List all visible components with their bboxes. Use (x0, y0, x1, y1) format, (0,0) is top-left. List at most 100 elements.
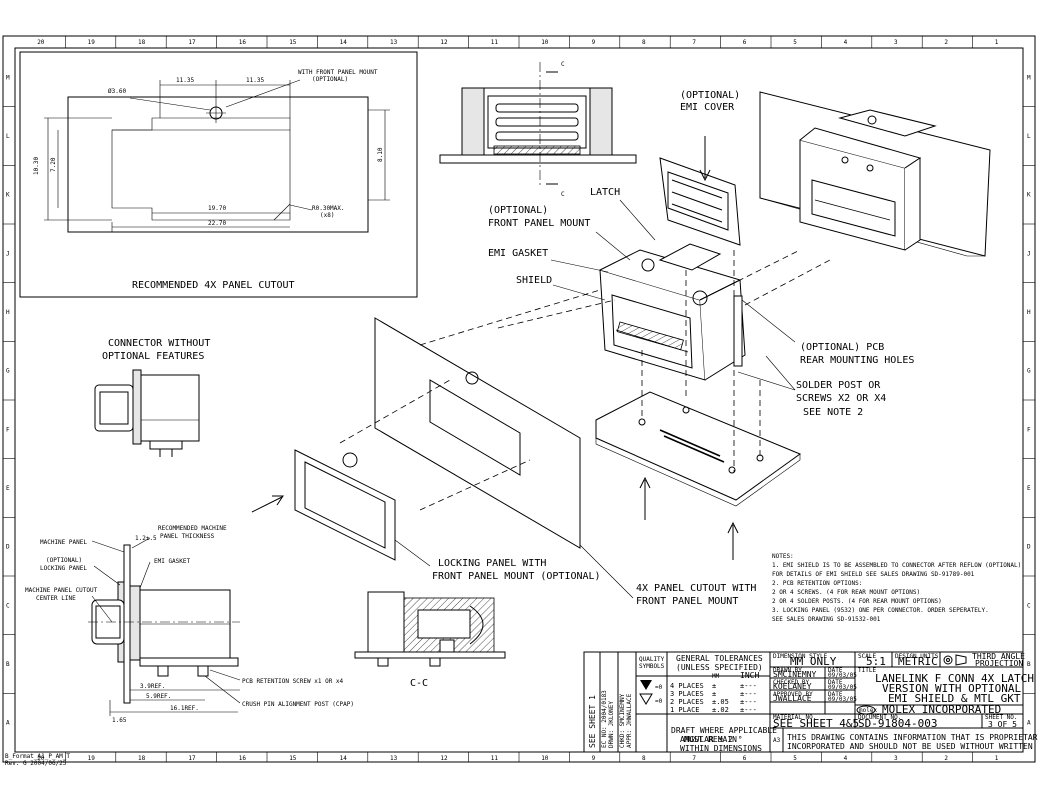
border-column-label: 11 (491, 39, 499, 46)
side-emi-gasket-label: EMI GASKET (154, 558, 191, 565)
checked-date-value: 09/03/05 (828, 684, 857, 691)
border-column-label: 8 (642, 39, 646, 46)
note-line-4: 2 OR 4 SCREWS. (4 FOR REAR MOUNT OPTIONS… (772, 589, 920, 596)
approved-by-value: JWALLACE (773, 694, 812, 703)
border-column-labels: 2020191918181717161615151414131312121111… (37, 39, 999, 762)
w-outer-label: 22.70 (208, 220, 226, 227)
tolerance-cell: ±--- (740, 690, 757, 698)
thickness-label-2: PANEL THICKNESS (160, 533, 215, 540)
size-label: A3 (773, 737, 781, 744)
tolerance-cell: 3 PLACES (670, 690, 704, 698)
tolerance-cell: ±.02 (712, 706, 729, 714)
solder-post-label-2: SCREWS X2 OR X4 (796, 393, 886, 404)
border-row-label: B (1027, 661, 1031, 668)
border-column-label: 2 (944, 755, 948, 762)
angular-label: ANGULAR ± 2 ° (680, 735, 743, 744)
h-inner-label: 7.20 (50, 157, 57, 172)
border-column-label: 13 (390, 755, 398, 762)
border-row-label: E (1027, 485, 1031, 492)
border-row-label: F (6, 426, 10, 433)
border-row-label: D (1027, 544, 1031, 551)
draft-label-3: WITHIN DIMENSIONS (680, 744, 762, 753)
hole-dia-label: Ø3.60 (108, 88, 126, 95)
tolerance-table: 4 PLACES±±---3 PLACES±±---2 PLACES±.05±-… (670, 682, 757, 714)
proprietary-line-1: THIS DRAWING CONTAINS INFORMATION THAT I… (787, 733, 1038, 742)
section-cc-label: C-C (410, 678, 428, 689)
tolerance-cell: 2 PLACES (670, 698, 704, 706)
border-column-label: 20 (37, 755, 45, 762)
note-line-6: 3. LOCKING PANEL (9532) ONE PER CONNECTO… (772, 607, 989, 614)
symbols-label: SYMBOLS (639, 663, 665, 670)
thickness-label-1: RECOMMENDED MACHINE (158, 525, 227, 532)
rev-approved: APPR: JHWALLACE (626, 693, 633, 748)
units-value: METRIC (898, 655, 938, 668)
section-c-bottom: C (561, 191, 565, 198)
file-format-label: B_Format_A1_P_AM_T (5, 753, 70, 760)
border-column-label: 6 (743, 39, 747, 46)
title-line-2: VERSION WITH OPTIONAL (882, 682, 1021, 695)
approved-by-header: APPROVED BY (773, 691, 813, 698)
scale-header: SCALE (858, 653, 876, 660)
border-column-label: 5 (793, 755, 797, 762)
tolerance-cell: ± (712, 690, 716, 698)
tolerance-cell: ±--- (740, 682, 757, 690)
notes-title: NOTES: (772, 553, 794, 560)
locking-panel-label-1: LOCKING PANEL WITH (438, 558, 546, 569)
border-column-label: 14 (340, 39, 348, 46)
border-row-label: E (6, 485, 10, 492)
projection-label-2: PROJECTION (975, 659, 1023, 668)
connector-without-label-2: OPTIONAL FEATURES (102, 351, 204, 362)
note-line-3: 2. PCB RETENTION OPTIONS: (772, 580, 862, 587)
border-row-label: H (6, 309, 10, 316)
tolerance-cell: 4 PLACES (670, 682, 704, 690)
latch-label: LATCH (590, 187, 620, 198)
border-column-label: 4 (844, 755, 848, 762)
locking-panel-label: LOCKING PANEL (40, 565, 87, 572)
document-header: DOCUMENT NO. (858, 714, 901, 721)
emi-cover-optional-label: (OPTIONAL) (680, 90, 740, 101)
border-row-label: L (6, 133, 10, 140)
border-column-label: 12 (440, 39, 448, 46)
panel-cutout-label-2: FRONT PANEL MOUNT (636, 596, 738, 607)
rev-drawn: DRWN: JKLONEY (608, 701, 615, 748)
border-row-label: K (6, 192, 10, 199)
border-row-label: K (1027, 192, 1031, 199)
locking-panel-label-2: FRONT PANEL MOUNT (OPTIONAL) (432, 571, 601, 582)
front-mount-note: WITH FRONT PANEL MOUNT (298, 69, 378, 76)
border-column-label: 3 (894, 39, 898, 46)
units-header: DESIGN UNITS (895, 653, 939, 660)
h-right-label: 8.10 (377, 147, 384, 162)
file-rev-label: Rev. G 2004/06/25 (5, 760, 67, 767)
border-row-label: M (1027, 74, 1031, 81)
border-column-label: 8 (642, 755, 646, 762)
emi-cover-label: EMI COVER (680, 102, 735, 113)
border-column-label: 14 (340, 755, 348, 762)
panel-cutout-label-1: 4X PANEL CUTOUT WITH (636, 583, 756, 594)
note-line-2: FOR DETAILS OF EMI SHIELD SEE SALES DRAW… (772, 571, 975, 578)
shield-label: SHIELD (516, 275, 552, 286)
see-sheet-label: SEE SHEET 1 (588, 695, 597, 748)
border-row-label: G (6, 368, 10, 375)
checked-date-header: DATE (828, 679, 843, 686)
machine-panel-label: MACHINE PANEL (40, 539, 87, 546)
border-column-label: 15 (289, 39, 297, 46)
border-column-label: 16 (239, 755, 247, 762)
title-line-1: LANELINK F CONN 4X LATCH (875, 672, 1034, 685)
cutout-center-label-2: CENTER LINE (36, 595, 76, 602)
border-row-label: L (1027, 133, 1031, 140)
border-column-label: 18 (138, 39, 146, 46)
draft-label-2: MUST REMAIN (684, 735, 737, 744)
material-value: SEE SHEET 4&5 (773, 717, 859, 730)
border-column-label: 9 (592, 755, 596, 762)
drawn-date-value: 09/03/05 (828, 672, 857, 679)
drawn-by-header: DRAWN BY (773, 667, 802, 674)
locking-panel (374, 317, 581, 549)
connector-front-view: C C (439, 61, 637, 198)
locking-panel-optional-label: (OPTIONAL) (46, 557, 82, 564)
dim-style-header: DIMENSION STYLE (773, 653, 828, 660)
projection-label-1: THIRD ANGLE (972, 652, 1025, 661)
w-inner-label: 19.70 (208, 205, 226, 212)
approved-date-value: 09/03/05 (828, 696, 857, 703)
note-line-7: SEE SALES DRAWING SD-91532-001 (772, 616, 881, 623)
